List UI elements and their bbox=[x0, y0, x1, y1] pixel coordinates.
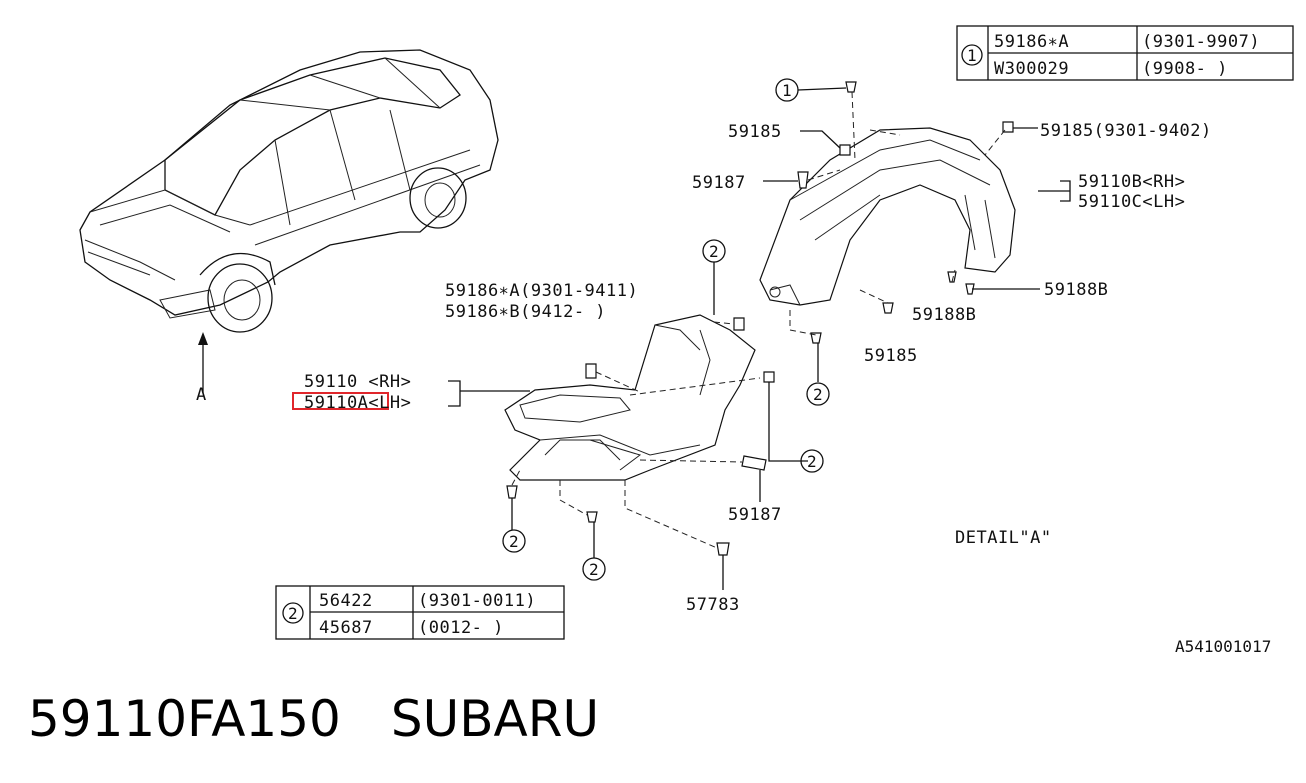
car-illustration bbox=[79, 49, 499, 393]
label-59185-right: 59185(9301-9402) bbox=[1040, 121, 1212, 141]
label-59185-top: 59185 bbox=[728, 122, 782, 142]
under-cover-drawing bbox=[448, 262, 808, 590]
label-59110c: 59110C<LH> bbox=[1078, 192, 1185, 212]
table-2-range-2: (0012- ) bbox=[418, 618, 504, 638]
label-59110a: 59110A<LH> bbox=[304, 393, 411, 413]
table-2-part-2: 45687 bbox=[319, 618, 373, 638]
part-caption: 59110FA150 SUBARU bbox=[28, 684, 599, 754]
callout-2-bottom-label: 2 bbox=[589, 560, 599, 579]
revision-table-1 bbox=[956, 25, 1294, 81]
table-1-part-2: W300029 bbox=[994, 59, 1069, 79]
detail-marker-label: A bbox=[196, 385, 207, 405]
label-59186b: 59186∗B(9412- ) bbox=[445, 302, 606, 322]
callout-2-fender-label: 2 bbox=[813, 385, 823, 404]
table-1-part-1: 59186∗A bbox=[994, 32, 1069, 52]
fender-liner-drawing bbox=[759, 81, 1071, 382]
table-1-key: 1 bbox=[967, 46, 977, 65]
callout-2-fender-marker bbox=[806, 382, 830, 406]
brand-name: SUBARU bbox=[390, 690, 600, 748]
drawing-code: A541001017 bbox=[1175, 637, 1271, 656]
label-59185-bottom: 59185 bbox=[864, 346, 918, 366]
table-2-range-1: (9301-0011) bbox=[418, 591, 536, 611]
detail-title: DETAIL"A" bbox=[955, 528, 1052, 548]
callout-2-right-marker bbox=[800, 449, 824, 473]
label-59110: 59110 <RH> bbox=[304, 372, 411, 392]
label-59188b-mid: 59188B bbox=[912, 305, 976, 325]
label-59187-bottom: 59187 bbox=[728, 505, 782, 525]
part-number: 59110FA150 bbox=[28, 690, 341, 748]
table-2-key: 2 bbox=[288, 604, 298, 623]
callout-2-right-label: 2 bbox=[807, 452, 817, 471]
highlight-59110a bbox=[292, 392, 389, 410]
label-57783: 57783 bbox=[686, 595, 740, 615]
callout-2-bottom-marker bbox=[582, 557, 606, 581]
callout-2-top-marker bbox=[702, 239, 726, 263]
table-2-part-1: 56422 bbox=[319, 591, 373, 611]
label-59187-top: 59187 bbox=[692, 173, 746, 193]
label-59186a: 59186∗A(9301-9411) bbox=[445, 281, 638, 301]
table-1-range-2: (9908- ) bbox=[1142, 59, 1228, 79]
label-59188b-right: 59188B bbox=[1044, 280, 1108, 300]
callout-1-label: 1 bbox=[782, 81, 792, 100]
revision-table-2 bbox=[275, 585, 565, 640]
table-1-range-1: (9301-9907) bbox=[1142, 32, 1260, 52]
callout-2-left-label: 2 bbox=[509, 532, 519, 551]
label-59110b: 59110B<RH> bbox=[1078, 172, 1185, 192]
callout-1-marker bbox=[775, 78, 799, 102]
callout-2-top-label: 2 bbox=[709, 242, 719, 261]
callout-2-left-marker bbox=[502, 529, 526, 553]
